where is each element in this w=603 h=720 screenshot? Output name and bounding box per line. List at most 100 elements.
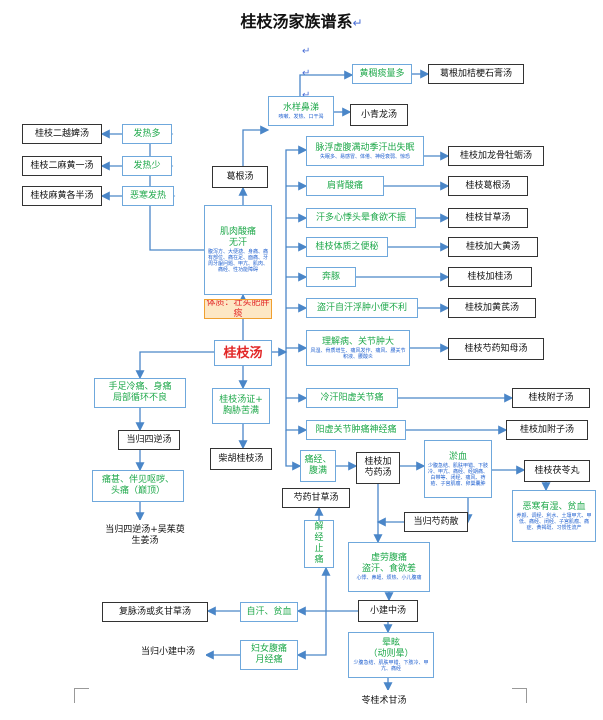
node-label: 当归芍药散 xyxy=(413,516,459,527)
node-xuanyun: 晕眩 （动则晕）少腹急结、肌肤甲错、下肢冷、甲亢、痛经 xyxy=(348,632,434,678)
node-fumai: 复脉汤或炙甘草汤 xyxy=(102,602,208,622)
node-tizhi_zhuang: 体质：壮实肥胖痰 xyxy=(204,299,272,319)
node-zihan: 自汗、贫血 xyxy=(240,602,298,622)
node-note: 心悸、鼻衄、烦热、小儿腹痛 xyxy=(356,575,422,581)
paragraph-mark: ↵ xyxy=(302,90,310,101)
node-label: 桂枝附子汤 xyxy=(528,392,574,403)
node-jzhuangqi: 桂枝加黄芪汤 xyxy=(448,298,536,318)
node-handuo: 汗多心悸头晕食欲不振 xyxy=(306,208,416,228)
node-label: 桂枝二越婢汤 xyxy=(34,128,89,139)
node-fare_shao: 发热少 xyxy=(122,156,172,176)
node-daohan: 盗汗自汗浮肿小便不利 xyxy=(306,298,418,318)
connector-arrow xyxy=(135,351,214,380)
node-jzdahuang: 桂枝加大黄汤 xyxy=(448,237,538,257)
node-label: 恶寒发热 xyxy=(129,190,166,201)
connector-arrow xyxy=(242,125,270,166)
node-jzshaoyaotang: 桂枝加 芍药汤 xyxy=(356,452,400,484)
node-tizhi: 桂枝体质之便秘 xyxy=(306,237,388,257)
node-label: 桂枝葛根汤 xyxy=(465,180,511,191)
node-label: 发热少 xyxy=(133,160,161,171)
node-jzgegen: 桂枝葛根汤 xyxy=(448,176,528,196)
node-label: 桂枝加黄芪汤 xyxy=(464,302,519,313)
node-note: 失眠多、易感冒、体倦、神经衰弱、惊恐 xyxy=(319,153,410,160)
node-linggui: 苓桂术甘汤 xyxy=(350,690,418,712)
node-label: 奔豚 xyxy=(321,271,340,282)
node-label: 当归四逆汤 xyxy=(126,434,172,445)
connector-arrow xyxy=(285,352,308,435)
node-label: 盗汗自汗浮肿小便不利 xyxy=(316,302,407,313)
node-label: 桂枝汤 xyxy=(223,345,263,361)
paragraph-mark: ↵ xyxy=(302,68,311,79)
node-wuhan: 恶寒发热 xyxy=(122,186,174,206)
node-label: 理解病、关节肿大 xyxy=(321,336,394,347)
node-bentun: 奔豚 xyxy=(306,267,356,287)
connector-arrow xyxy=(285,145,308,352)
node-label: 苓桂术甘汤 xyxy=(361,695,407,706)
node-note: 少腹急结、肌肤甲错、下肢冷、甲亢、痛经 xyxy=(353,660,429,672)
node-lenghan: 冷汗阳虚关节痛 xyxy=(306,388,398,408)
node-chaihu: 柴胡桂枝汤 xyxy=(210,448,272,470)
node-shuiyang: 水样鼻涕咳嗽、发热、口干渴 xyxy=(268,96,334,126)
node-label: 痛经、 腹满 xyxy=(304,455,332,476)
node-label: 复脉汤或炙甘草汤 xyxy=(118,606,191,617)
node-jzlgml: 桂枝加龙骨牡蛎汤 xyxy=(448,146,544,166)
node-wuhanxuxue: 恶寒有湿、贫血养颜、调经、利水、土壤甲亢、甲低、痛经、闭经、子宫肌瘤、痛症、黄褐… xyxy=(512,490,596,542)
node-label: 淤血 xyxy=(448,451,467,462)
node-label: 桂枝芍药知母汤 xyxy=(464,343,528,354)
connector-arrow xyxy=(299,70,354,96)
node-label: 发热多 xyxy=(133,128,161,139)
node-guiermahuang: 桂枝二麻黄一汤 xyxy=(22,156,102,176)
node-label: 脉浮虚腹满动季汗出失眠 xyxy=(315,142,415,153)
node-label: 桂枝甘草汤 xyxy=(465,212,511,223)
node-label: 柴胡桂枝汤 xyxy=(218,453,264,464)
node-jiejing: 解 经 止 痛 xyxy=(304,520,334,568)
node-label: 桂枝二麻黄一汤 xyxy=(30,160,94,171)
node-maifu: 脉浮虚腹满动季汗出失眠失眠多、易感冒、体倦、神经衰弱、惊恐 xyxy=(306,136,424,166)
node-label: 桂枝加大黄汤 xyxy=(465,241,520,252)
node-xiaoqinglong: 小青龙汤 xyxy=(350,104,408,126)
node-label: 汗多心悸头晕食欲不振 xyxy=(315,212,406,223)
node-label: 桂枝茯苓丸 xyxy=(534,465,580,476)
node-label: 桂枝体质之便秘 xyxy=(315,241,379,252)
node-label: 晕眩 （动则晕） xyxy=(368,638,414,659)
node-label: 当归小建中汤 xyxy=(140,646,195,657)
node-guimaban: 桂枝麻黄各半汤 xyxy=(22,186,102,206)
node-yangxu: 阳虚关节肿痛神经痛 xyxy=(306,420,406,440)
node-xulao: 虚劳腹痛 盗汗、食欲差心悸、鼻衄、烦热、小儿腹痛 xyxy=(348,542,430,592)
node-label: 桂枝加桂汤 xyxy=(467,271,513,282)
node-label: 黄稠痰量多 xyxy=(359,68,405,79)
node-guizhitang: 桂枝汤 xyxy=(214,340,272,366)
node-label: 葛根汤 xyxy=(226,171,254,182)
node-yuxue: 淤血少腹急结、肌肤甲错、下肢冷、甲亢、痛经、经期痛、白带等、闭经、痛风、痔疮、子… xyxy=(424,440,492,498)
page-corner-mark xyxy=(74,688,89,703)
node-jzfuzi: 桂枝附子汤 xyxy=(512,388,590,408)
node-jirou: 肌肉酸痛 无汗腹泻方、大便溏、身痛、痛有部位、痛在足、面痛、牙周牙龈问题、甲亢、… xyxy=(204,205,272,295)
node-duolei: 痛甚、伴见呕哕、 头痛（巅顶） xyxy=(92,470,184,502)
node-label: 解 经 止 痛 xyxy=(314,522,324,565)
node-zhongjiao: 黄稠痰量多 xyxy=(352,64,412,84)
node-label: 桂枝加龙骨牡蛎汤 xyxy=(459,150,532,161)
node-jzfuling: 桂枝茯苓丸 xyxy=(524,460,590,482)
node-label: 葛根加桔梗石膏汤 xyxy=(439,68,512,79)
node-funv: 妇女腹痛 月经痛 xyxy=(240,640,298,670)
node-label: 桂枝麻黄各半汤 xyxy=(30,190,94,201)
node-jzguizhi: 桂枝加桂汤 xyxy=(448,267,532,287)
node-jzzheng: 桂枝汤证+ 胸胁苦满 xyxy=(212,388,270,424)
node-shaoyaogancao: 芍药甘草汤 xyxy=(282,488,350,508)
node-label: 桂枝加附子汤 xyxy=(519,424,574,435)
node-label: 桂枝汤证+ 胸胁苦满 xyxy=(219,395,263,416)
connector-arrow xyxy=(285,430,302,471)
node-jzjiafuzi: 桂枝加附子汤 xyxy=(506,420,588,440)
page-title: 桂枝汤家族谱系↵ xyxy=(240,12,363,31)
node-label: 自汗、贫血 xyxy=(246,606,292,617)
node-note: 咳嗽、发热、口干渴 xyxy=(278,113,324,120)
node-label: 小青龙汤 xyxy=(360,109,397,120)
node-xiaojianzhong: 小建中汤 xyxy=(358,600,418,622)
node-label: 肌肉酸痛 无汗 xyxy=(219,227,256,248)
node-note: 少腹急结、肌肤甲错、下肢冷、甲亢、痛经、经期痛、白带等、闭经、痛风、痔疮、子宫肌… xyxy=(427,462,488,487)
node-label: 妇女腹痛 月经痛 xyxy=(250,644,287,665)
node-label: 痛甚、伴见呕哕、 头痛（巅顶） xyxy=(101,475,174,496)
node-jzgancao: 桂枝甘草汤 xyxy=(448,208,528,228)
node-jianbei: 肩背酸痛 xyxy=(306,176,384,196)
node-label: 体质：壮实肥胖痰 xyxy=(206,299,270,319)
